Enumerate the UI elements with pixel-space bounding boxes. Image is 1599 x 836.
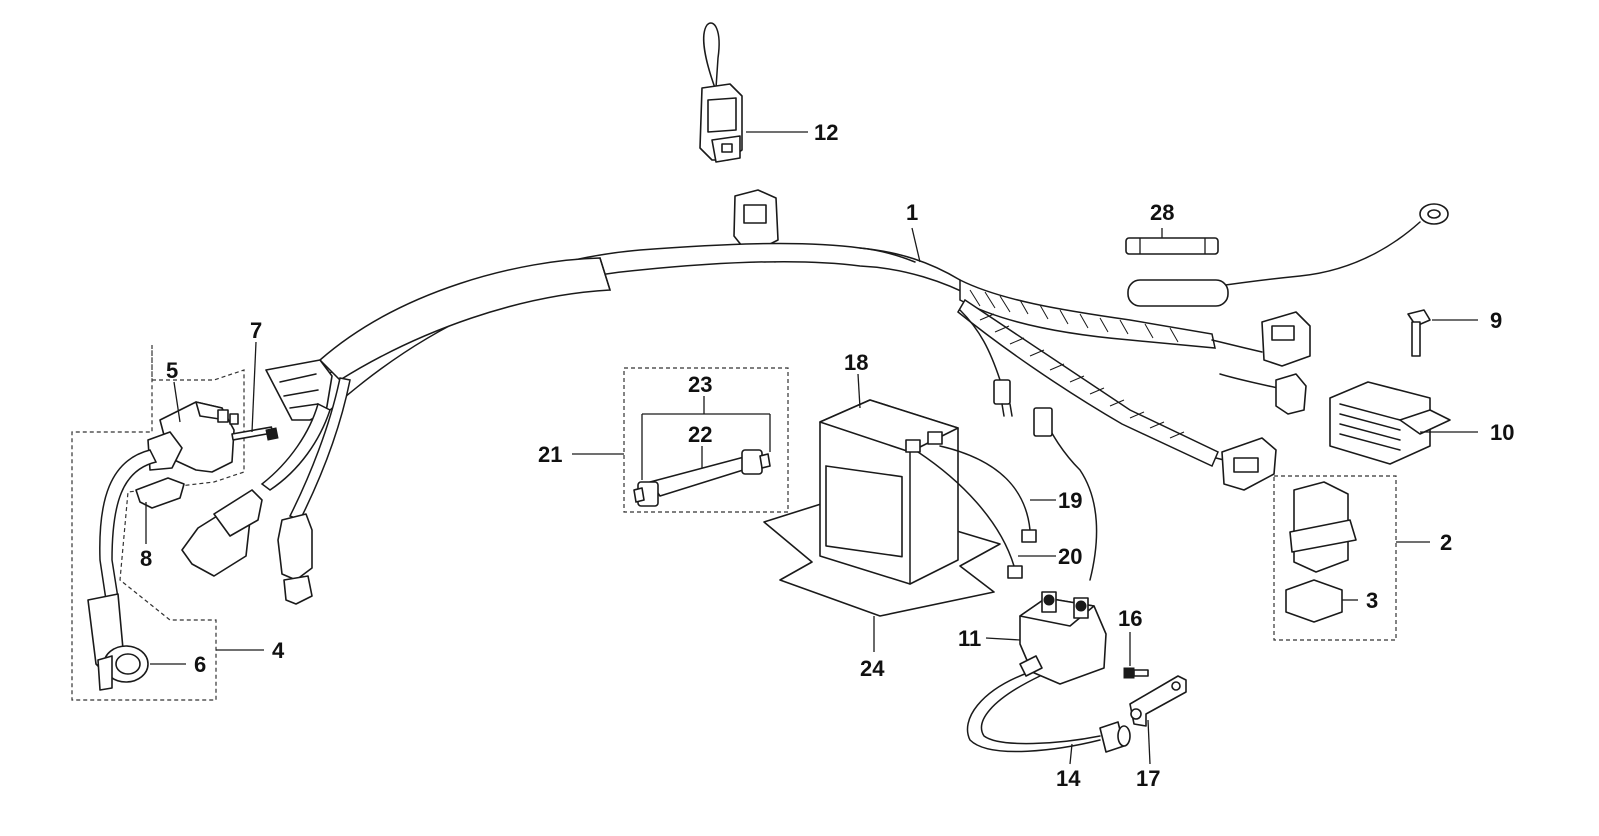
part-14-relay-wire [966,655,1131,753]
callout-2: 2 [1440,530,1452,555]
callout-24: 24 [860,656,885,681]
part-8-bracket [135,477,185,509]
callout-11: 11 [958,626,981,651]
callout-17: 17 [1136,766,1160,791]
part-5-ignition-coil [147,401,239,473]
callout-19: 19 [1058,488,1082,513]
callout-3: 3 [1366,588,1378,613]
callout-8: 8 [140,546,152,571]
part-11-starter-relay [1019,591,1107,685]
callout-7: 7 [250,318,262,343]
callout-numbers: 12 1 28 9 10 2 3 7 5 8 6 4 21 23 22 18 1… [140,120,1514,791]
callout-9: 9 [1490,308,1502,333]
part-7-bolt [231,426,279,441]
part-1-main-harness [181,189,1449,605]
part-12-connector [699,22,743,163]
callout-10: 10 [1490,420,1514,445]
callout-22: 22 [688,422,712,447]
leader-lines [145,131,1478,765]
callout-14: 14 [1056,766,1081,791]
callout-20: 20 [1058,544,1082,569]
group-2-dashed-outline [1273,475,1397,641]
part-16-screw [1123,667,1149,679]
callout-5: 5 [166,358,178,383]
part-18-battery [819,399,959,585]
part-6-spark-plug-cap [87,449,158,691]
callout-4: 4 [272,638,285,663]
callout-1: 1 [906,200,918,225]
part-2-cdi-unit [1289,481,1357,573]
callout-18: 18 [844,350,868,375]
callout-12: 12 [814,120,838,145]
part-9-bolt [1407,309,1431,357]
callout-16: 16 [1118,606,1142,631]
callout-28: 28 [1150,200,1174,225]
callout-6: 6 [194,652,206,677]
part-3-cover [1285,579,1343,623]
group-4-dashed-outline [71,345,245,701]
callout-21: 21 [538,442,562,467]
part-19-20-battery-cables [917,445,1037,579]
part-22-battery-strap [633,449,771,507]
callout-23: 23 [688,372,712,397]
part-17-bracket [1129,675,1187,727]
part-10-regulator [1329,381,1451,465]
